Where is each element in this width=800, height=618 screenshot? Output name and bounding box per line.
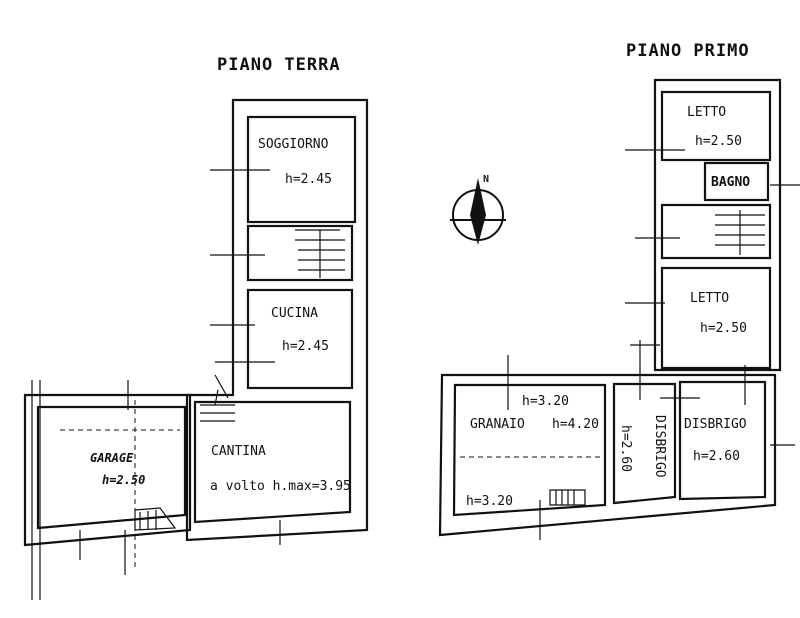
room-disbrigo-height: h=2.60 [693,449,740,464]
room-granaio-label: GRANAIO [470,417,525,432]
room-granaio-height-bottom: h=3.20 [466,494,513,509]
room-cantina-label: CANTINA [211,444,266,459]
room-bagno-label: BAGNO [711,175,750,190]
room-garage-label: GARAGE [90,451,134,465]
first-floor-details [460,149,800,540]
room-disbrigo-small-height: h=2.60 [618,425,633,472]
room-letto2-height: h=2.50 [700,321,747,336]
room-letto2-label: LETTO [690,291,729,306]
north-arrow-icon: N [450,174,506,245]
north-label: N [483,174,489,185]
room-granaio-height: h=4.20 [552,417,599,432]
ground-floor-title: PIANO TERRA [217,55,341,75]
ground-floor-details [31,169,345,600]
room-letto1-label: LETTO [687,105,726,120]
room-soggiorno-label: SOGGIORNO [258,137,329,152]
room-garage-height: h=2.50 [102,473,145,487]
room-letto1-height: h=2.50 [695,134,742,149]
room-cantina-height: a volto h.max=3.95 [210,479,351,494]
first-floor-walls [438,78,782,537]
room-granaio-height-top: h=3.20 [522,394,569,409]
room-disbrigo-small-label: DISBRIGO [652,415,667,478]
room-cucina-label: CUCINA [271,306,318,321]
room-cucina-height: h=2.45 [282,339,329,354]
room-soggiorno-height: h=2.45 [285,172,332,187]
room-disbrigo-label: DISBRIGO [684,417,747,432]
first-floor-title: PIANO PRIMO [626,41,750,61]
